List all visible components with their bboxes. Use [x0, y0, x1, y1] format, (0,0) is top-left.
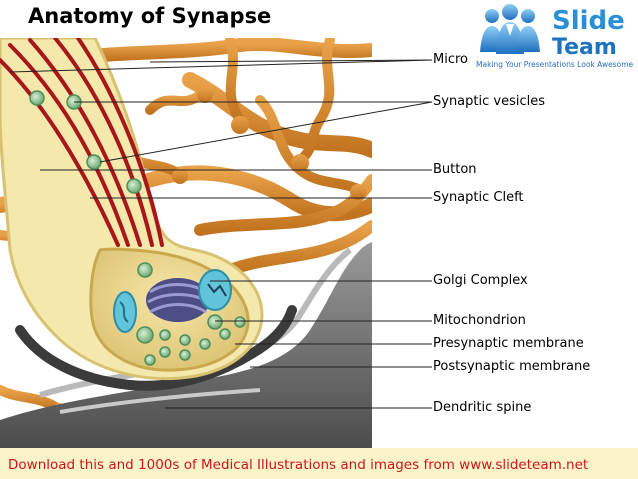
people-logo-icon: [480, 4, 540, 54]
label-postsynaptic-membrane: Postsynaptic membrane: [433, 359, 591, 374]
logo-tagline: Making Your Presentations Look Awesome: [476, 60, 634, 69]
label-presynaptic-membrane: Presynaptic membrane: [433, 336, 584, 351]
label-mitochondrion: Mitochondrion: [433, 313, 526, 328]
page-title: Anatomy of Synapse: [28, 4, 272, 28]
leader-lines: [9, 59, 433, 409]
label-synaptic-vesicles: Synaptic vesicles: [433, 94, 545, 109]
logo-word-team: Team: [552, 35, 617, 60]
golgi-complex-shape: [146, 278, 210, 322]
mitochondria: [113, 269, 232, 333]
label-golgi-complex: Golgi Complex: [433, 273, 528, 288]
label-synaptic-cleft: Synaptic Cleft: [433, 190, 524, 205]
label-microtubules: Micro: [433, 52, 468, 67]
microtubules: [0, 38, 164, 247]
footer-download-link[interactable]: Download this and 1000s of Medical Illus…: [8, 457, 589, 473]
slideteam-logo: Slide Team Making Your Presentations Loo…: [470, 2, 636, 70]
synaptic-vesicles-shapes: [29, 90, 246, 366]
logo-word-slide: Slide: [552, 6, 625, 36]
dendritic-spine-shape: [0, 242, 372, 448]
footer-banner: Download this and 1000s of Medical Illus…: [0, 448, 638, 479]
label-button: Button: [433, 162, 477, 177]
label-dendritic-spine: Dendritic spine: [433, 400, 532, 415]
postsynaptic-membrane-shape: [15, 305, 297, 391]
